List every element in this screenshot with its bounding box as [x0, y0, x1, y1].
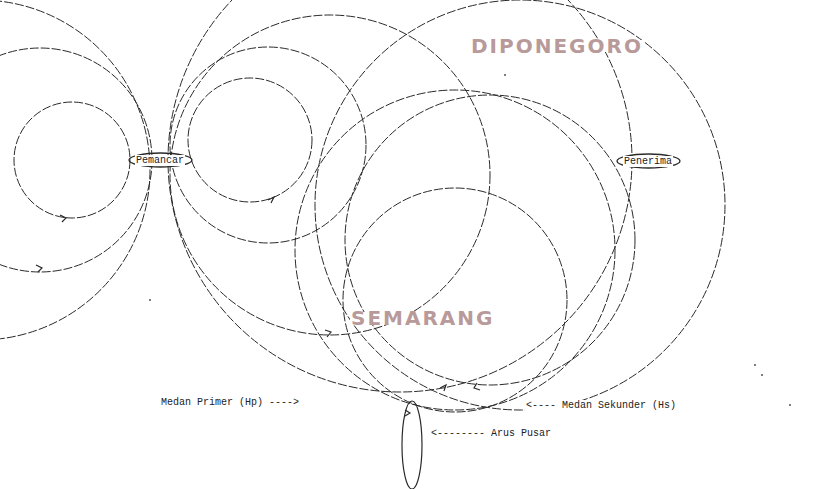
speck [754, 364, 756, 366]
direction-mark [268, 197, 274, 203]
field-label: <---- Medan Sekunder (Hs) [525, 400, 677, 412]
direction-mark [474, 383, 480, 390]
direction-mark [60, 215, 66, 222]
coil-label: Penerima [623, 156, 673, 167]
eddy-label: <-------- Arus Pusar [430, 428, 552, 440]
direction-mark [440, 385, 446, 391]
secondary-field-line [295, 90, 615, 410]
watermark: DIPONEGORO [470, 40, 644, 52]
receiver-coil: Penerima [616, 152, 681, 170]
direction-mark [36, 265, 42, 272]
transmitter-coil: Pemancar [128, 151, 193, 169]
watermark: SEMARANG [350, 312, 495, 324]
primary-field-line [0, 48, 152, 272]
eddy-current-loop [402, 401, 422, 489]
secondary-field-line [315, 0, 725, 410]
speck [789, 404, 791, 406]
speck [149, 299, 151, 301]
speck [504, 74, 506, 76]
secondary-field-line [343, 188, 567, 412]
primary-field-line [14, 102, 130, 218]
primary-field-line [170, 15, 490, 335]
field-label: Medan Primer (Hp) ----> [160, 397, 300, 409]
secondary-field-line [345, 95, 635, 385]
primary-field-line [170, 47, 366, 243]
coil-label: Pemancar [135, 155, 185, 166]
primary-field-line [188, 78, 312, 202]
primary-field-line [0, 0, 150, 340]
speck [761, 374, 763, 376]
direction-mark [325, 330, 331, 337]
